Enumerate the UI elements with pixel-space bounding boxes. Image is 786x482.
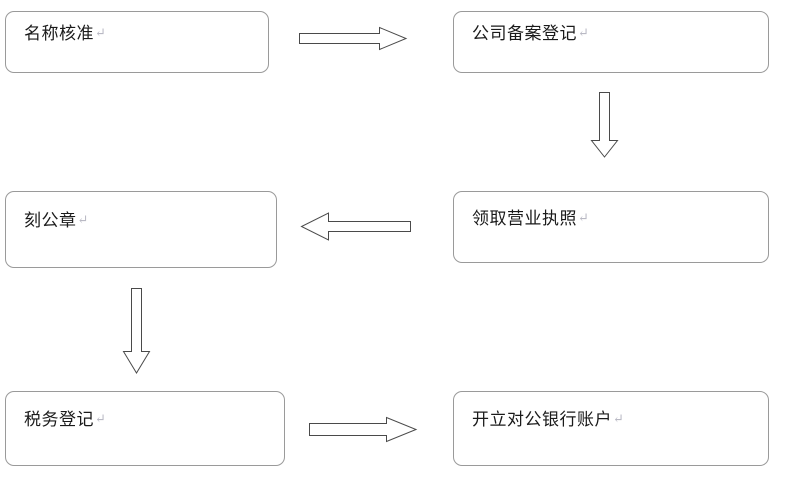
flow-node-label: 领取营业执照↵ bbox=[454, 208, 589, 229]
paragraph-return-icon: ↵ bbox=[95, 24, 107, 40]
flow-node-label: 开立对公银行账户↵ bbox=[454, 409, 624, 430]
flow-arrow-name-to-filing-right-icon bbox=[299, 26, 408, 51]
flow-node-bank-account[interactable]: 开立对公银行账户↵ bbox=[453, 391, 769, 466]
flow-node-name-approval[interactable]: 名称核准↵ bbox=[5, 11, 269, 73]
flow-arrow-filing-to-license-down-icon bbox=[590, 92, 619, 158]
flow-node-carve-seal[interactable]: 刻公章↵ bbox=[5, 191, 277, 268]
paragraph-return-icon: ↵ bbox=[578, 24, 590, 40]
flow-arrow-license-to-seal-left-icon bbox=[300, 212, 411, 242]
flow-node-business-license[interactable]: 领取营业执照↵ bbox=[453, 191, 769, 263]
flow-node-text: 名称核准 bbox=[24, 23, 94, 43]
flow-node-text: 刻公章 bbox=[24, 211, 77, 230]
flow-node-label: 税务登记↵ bbox=[6, 409, 106, 430]
flow-node-company-filing[interactable]: 公司备案登记↵ bbox=[453, 11, 769, 73]
paragraph-return-icon: ↵ bbox=[613, 411, 625, 426]
flow-arrow-seal-to-tax-down-icon bbox=[122, 288, 151, 374]
paragraph-return-icon: ↵ bbox=[95, 411, 107, 426]
flow-node-tax-registration[interactable]: 税务登记↵ bbox=[5, 391, 285, 466]
flow-node-label: 刻公章↵ bbox=[6, 210, 89, 231]
flow-node-text: 开立对公银行账户 bbox=[472, 410, 612, 429]
flow-node-label: 公司备案登记↵ bbox=[454, 23, 589, 44]
flow-node-text: 领取营业执照 bbox=[472, 208, 577, 228]
flow-node-text: 税务登记 bbox=[24, 410, 94, 429]
paragraph-return-icon: ↵ bbox=[77, 212, 89, 227]
flow-node-label: 名称核准↵ bbox=[6, 23, 106, 44]
paragraph-return-icon: ↵ bbox=[578, 209, 590, 225]
flow-arrow-tax-to-bank-right-icon bbox=[309, 416, 418, 443]
flow-node-text: 公司备案登记 bbox=[472, 23, 577, 43]
